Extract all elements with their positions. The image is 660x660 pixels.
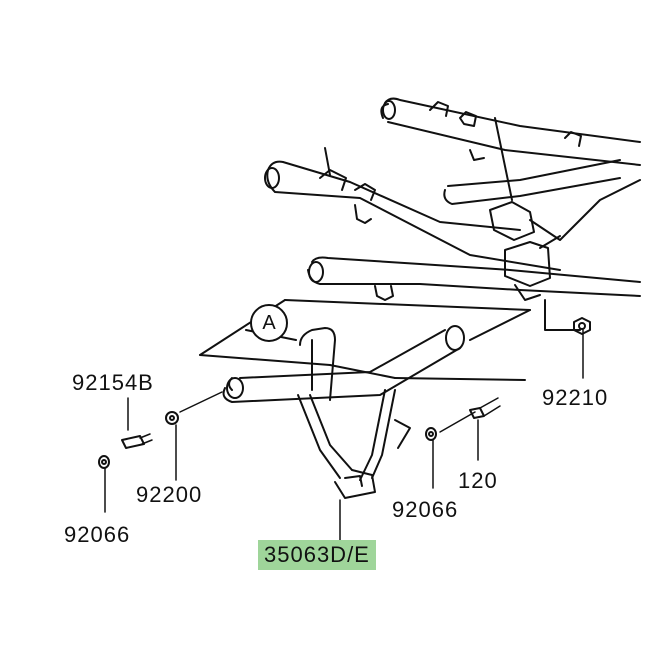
subframe-lower-rail <box>307 256 641 301</box>
bolt-120 <box>469 397 501 419</box>
part-label-92154B: 92154B <box>72 370 154 395</box>
bolt-92154B <box>121 433 153 449</box>
part-label-120: 120 <box>458 468 498 493</box>
leader-lines <box>104 329 584 541</box>
main-stand <box>222 325 465 499</box>
reference-callout-a: A <box>250 304 288 342</box>
washer-92066-left <box>98 455 110 469</box>
stand-mounting-plane <box>199 299 531 381</box>
part-label-92066-right: 92066 <box>392 497 459 522</box>
nut-92210 <box>573 317 591 335</box>
subframe-upper-rail <box>380 97 641 166</box>
part-label-92066-left: 92066 <box>64 522 131 547</box>
subframe-cross-bracket <box>443 117 641 331</box>
washer-92200 <box>165 411 179 425</box>
washer-92066-right <box>425 427 437 441</box>
part-label-35063-highlighted: 35063D/E <box>258 540 376 570</box>
subframe-middle-rail <box>264 147 561 271</box>
part-label-92210: 92210 <box>542 385 609 410</box>
part-label-92200: 92200 <box>136 482 203 507</box>
